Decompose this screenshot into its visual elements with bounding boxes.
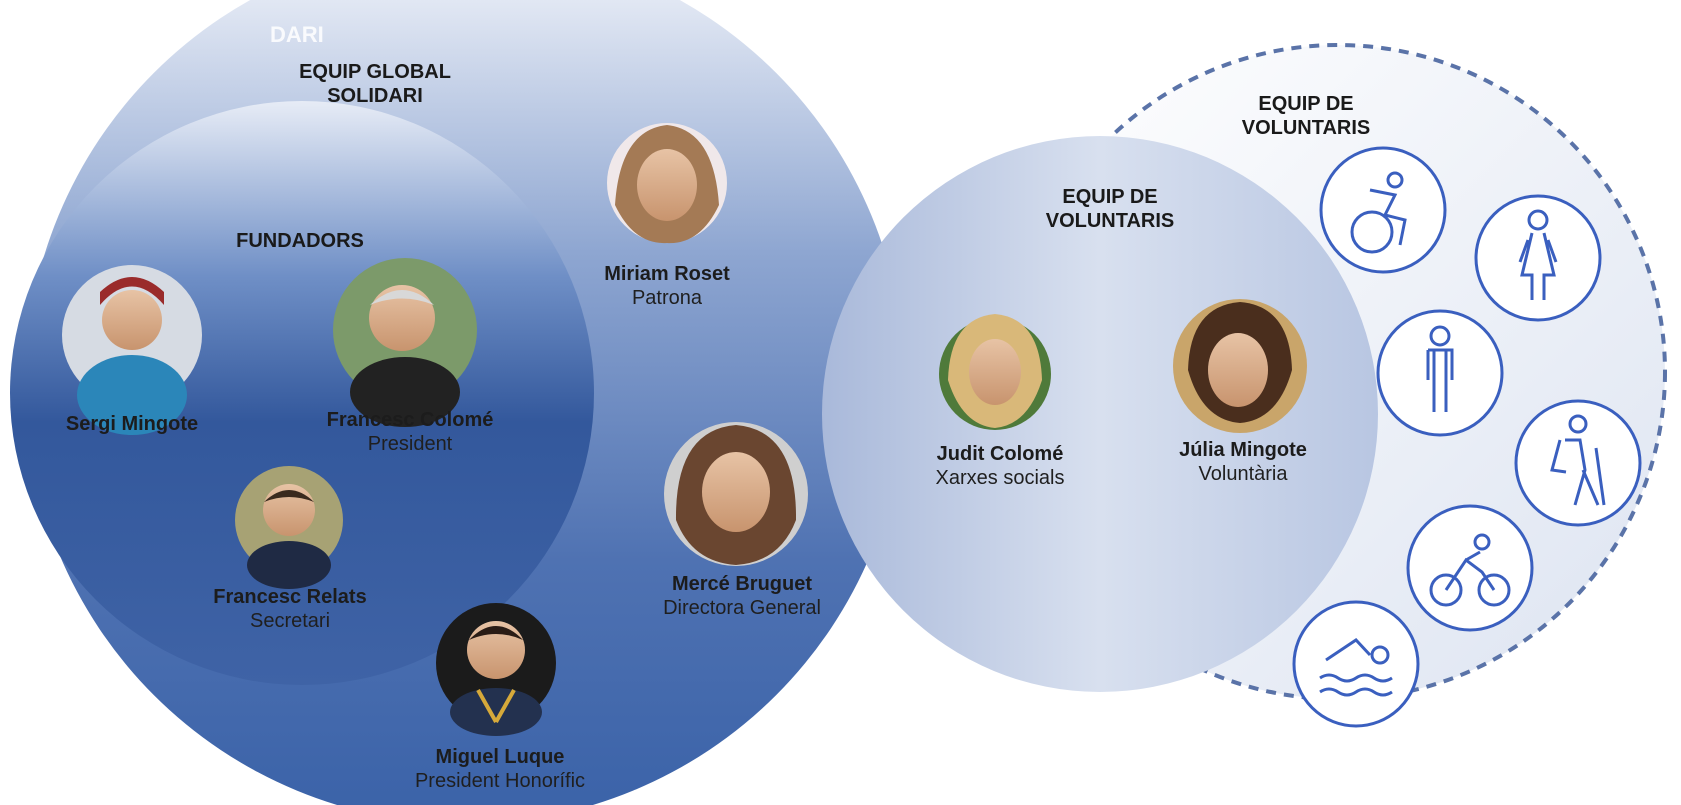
global-team-title-line2: SOLIDARI [327, 85, 423, 107]
founders-circle [10, 101, 594, 685]
volunteers-outer-title: EQUIP DE VOLUNTARIS [1206, 92, 1406, 140]
volunteers-inner-title-line2: VOLUNTARIS [1045, 210, 1175, 232]
person-name: Mercé Bruguet [671, 573, 813, 595]
avatar-francesc-relats [235, 466, 343, 589]
person-role: Patrona [631, 287, 703, 309]
person-role: Xarxes socials [935, 467, 1065, 489]
volunteers-inner-title-line1: EQUIP DE [1062, 186, 1158, 208]
person-role: President Honorífic [414, 770, 586, 792]
avatar-julia-mingote [1173, 299, 1307, 433]
avatar-francesc-colome [333, 258, 477, 427]
person-francesc-colome: Francesc Colomé President [305, 408, 515, 456]
person-role: Voluntària [1198, 463, 1288, 485]
volunteers-outer-title-line2: VOLUNTARIS [1241, 117, 1371, 139]
avatar-miriam-roset [607, 123, 727, 244]
person-julia-mingote: Júlia Mingote Voluntària [1143, 438, 1343, 486]
volunteers-inner-circle [822, 136, 1378, 692]
person-name: Miguel Luque [435, 746, 565, 768]
founders-title: FUNDADORS [236, 230, 364, 252]
wheelchair-icon [1319, 146, 1447, 274]
volunteers-outer-title-line1: EQUIP DE [1258, 93, 1354, 115]
person-miriam-roset: Miriam Roset Patrona [577, 262, 757, 310]
person-name: Judit Colomé [936, 443, 1064, 465]
person-role: Directora General [663, 597, 821, 619]
hiker-icon [1514, 399, 1642, 527]
avatar-merce-bruguet [664, 422, 808, 566]
cyclist-icon [1406, 504, 1534, 632]
person-francesc-relats: Francesc Relats Secretari [190, 585, 390, 633]
person-judit-colome: Judit Colomé Xarxes socials [900, 442, 1100, 490]
avatar-sergi-mingote [62, 265, 202, 435]
man-icon [1376, 309, 1504, 437]
person-miguel-luque: Miguel Luque President Honorífic [390, 745, 610, 793]
avatar-judit-colome [939, 314, 1051, 430]
swimmer-icon [1292, 600, 1420, 728]
person-name: Júlia Mingote [1179, 439, 1307, 461]
woman-icon [1474, 194, 1602, 322]
person-role: President [367, 433, 453, 455]
volunteers-inner-title: EQUIP DE VOLUNTARIS [1010, 185, 1210, 233]
avatar-miguel-luque [436, 603, 556, 736]
person-merce-bruguet: Mercé Bruguet Directora General [637, 572, 847, 620]
person-name: Francesc Colomé [326, 409, 494, 431]
global-team-title: EQUIP GLOBAL SOLIDARI [270, 60, 480, 108]
person-name: Miriam Roset [604, 263, 730, 285]
ghost-text: DARI [270, 22, 324, 47]
person-name: Francesc Relats [213, 586, 367, 608]
person-role: Secretari [249, 610, 331, 632]
global-team-title-line1: EQUIP GLOBAL [299, 61, 451, 83]
person-name: Sergi Mingote [65, 413, 199, 435]
person-sergi-mingote: Sergi Mingote [42, 412, 222, 436]
